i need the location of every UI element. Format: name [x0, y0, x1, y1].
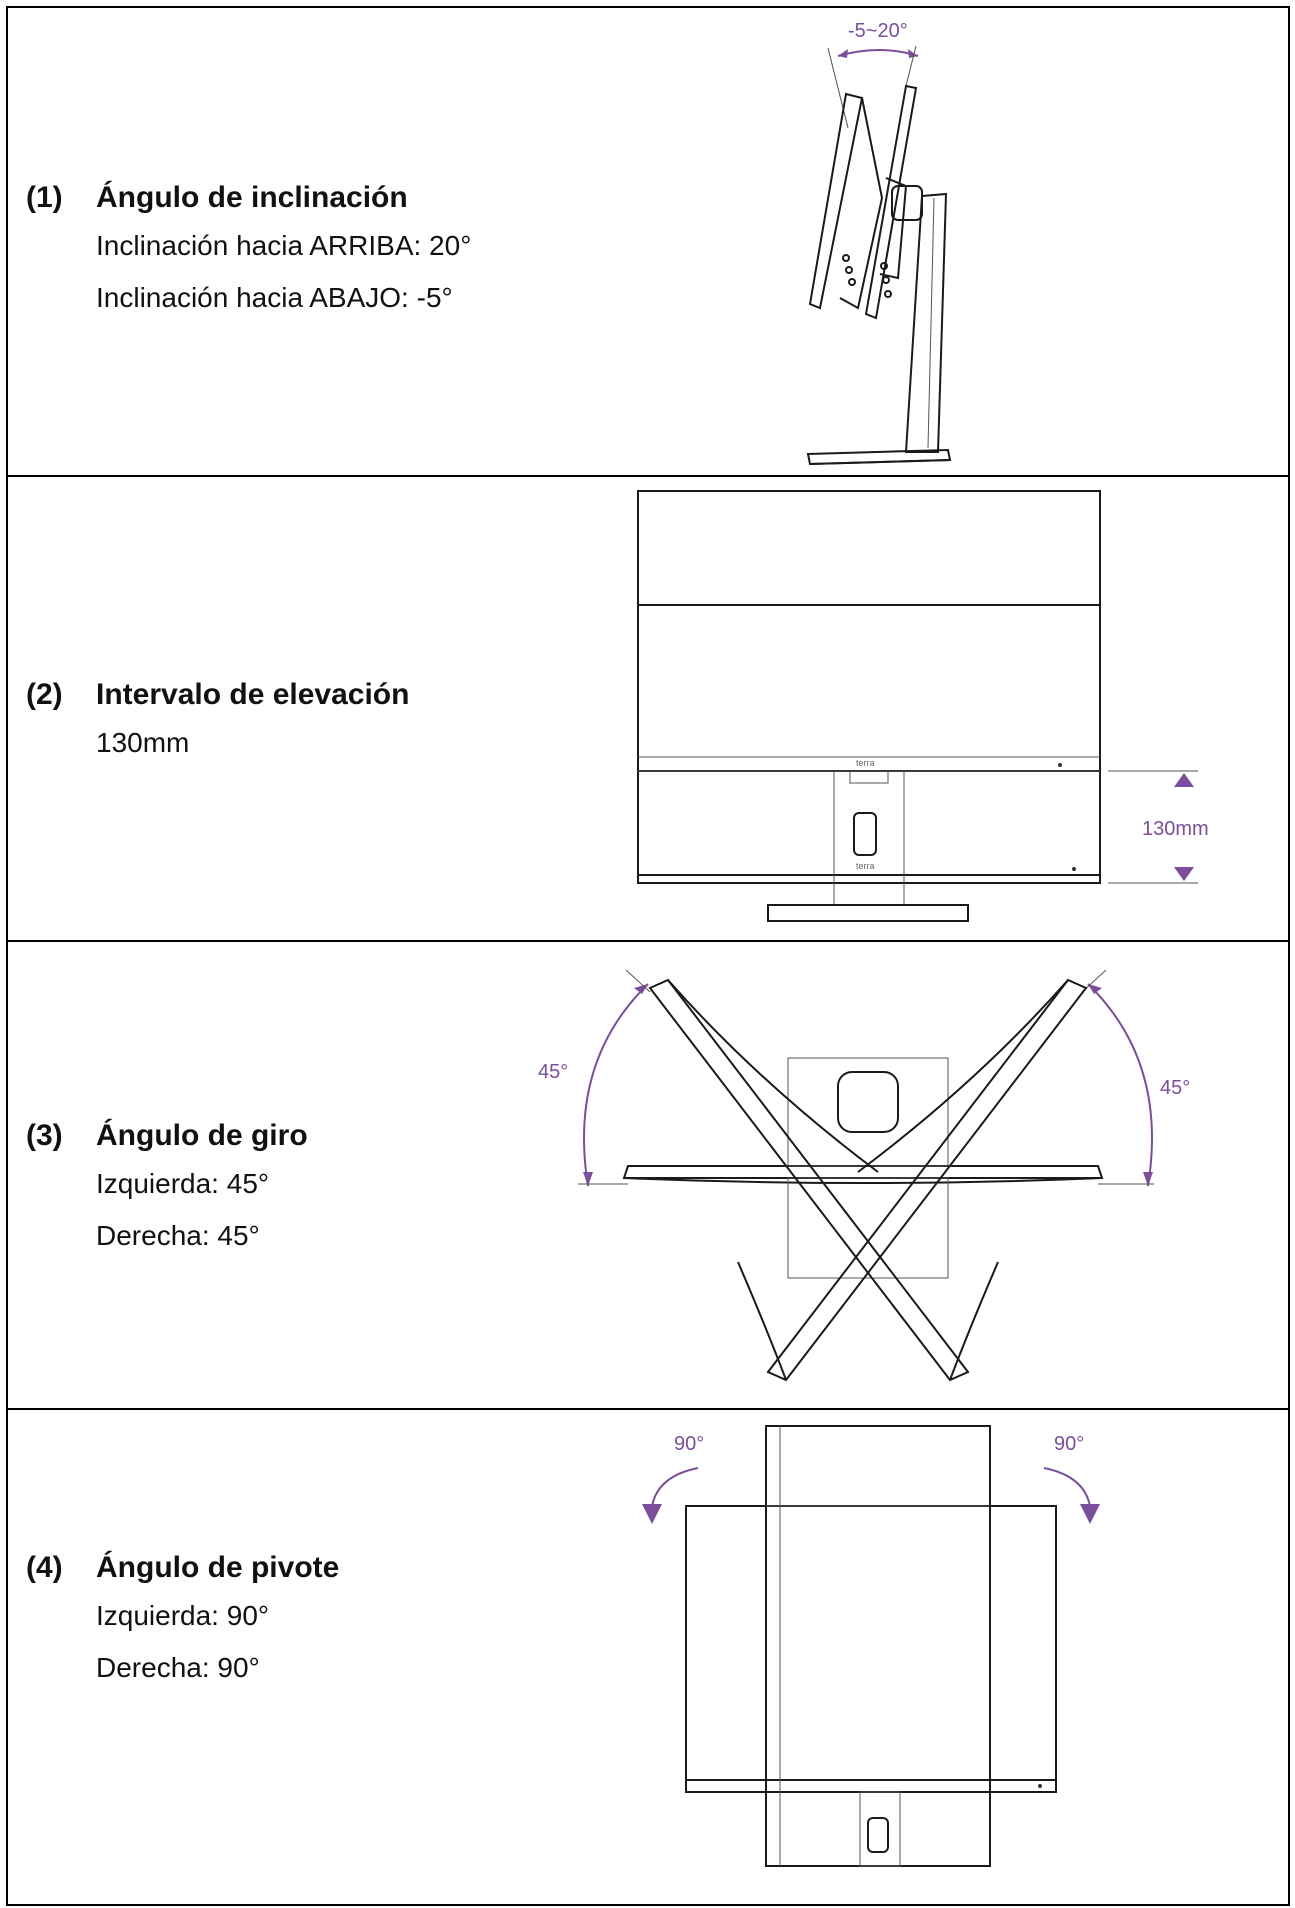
swivel-label-right: 45°: [1160, 1077, 1190, 1099]
section-title: Ángulo de giro: [96, 1119, 308, 1152]
pivot-label-left: 90°: [674, 1433, 704, 1455]
pivot-diagram: 90° 90°: [642, 1425, 1100, 1867]
spec-line: Izquierda: 90°: [96, 1600, 270, 1631]
spec-line: Izquierda: 45°: [96, 1168, 270, 1199]
section-text: (3) Ángulo de giro Izquierda: 45° Derech…: [26, 1114, 308, 1262]
section-number: (4): [26, 1551, 63, 1584]
tilt-angle-label: -5~20°: [848, 20, 908, 42]
section-swivel: (3) Ángulo de giro Izquierda: 45° Derech…: [8, 940, 1288, 1408]
spec-line: Inclinación hacia ARRIBA: 20°: [96, 230, 472, 261]
swivel-label-left: 45°: [538, 1061, 568, 1083]
section-height: (2) Intervalo de elevación 130mm terra t…: [8, 475, 1288, 940]
section-pivot: (4) Ángulo de pivote Izquierda: 90° Dere…: [8, 1408, 1288, 1908]
spec-line: Derecha: 90°: [96, 1652, 260, 1683]
pivot-label-right: 90°: [1054, 1433, 1084, 1455]
height-label: 130mm: [1142, 818, 1209, 840]
section-tilt: (1) Ángulo de inclinación Inclinación ha…: [8, 8, 1288, 475]
section-title: Ángulo de inclinación: [96, 181, 408, 214]
section-title: Ángulo de pivote: [96, 1551, 340, 1584]
spec-table: (1) Ángulo de inclinación Inclinación ha…: [6, 6, 1290, 1906]
section-number: (2): [26, 678, 63, 711]
spec-line: Derecha: 45°: [96, 1220, 260, 1251]
height-diagram: terra terra 130mm: [637, 490, 1209, 922]
spec-line: Inclinación hacia ABAJO: -5°: [96, 282, 453, 313]
section-text: (1) Ángulo de inclinación Inclinación ha…: [26, 176, 471, 324]
spec-line: 130mm: [96, 727, 190, 758]
logo-bottom: terra: [856, 861, 875, 871]
section-number: (1): [26, 181, 63, 214]
section-text: (2) Intervalo de elevación 130mm: [26, 673, 409, 769]
section-text: (4) Ángulo de pivote Izquierda: 90° Dere…: [26, 1546, 339, 1694]
section-title: Intervalo de elevación: [96, 678, 410, 711]
tilt-diagram: -5~20°: [806, 20, 952, 466]
swivel-diagram: 45° 45°: [538, 969, 1190, 1382]
section-number: (3): [26, 1119, 63, 1152]
logo-top: terra: [856, 758, 875, 768]
